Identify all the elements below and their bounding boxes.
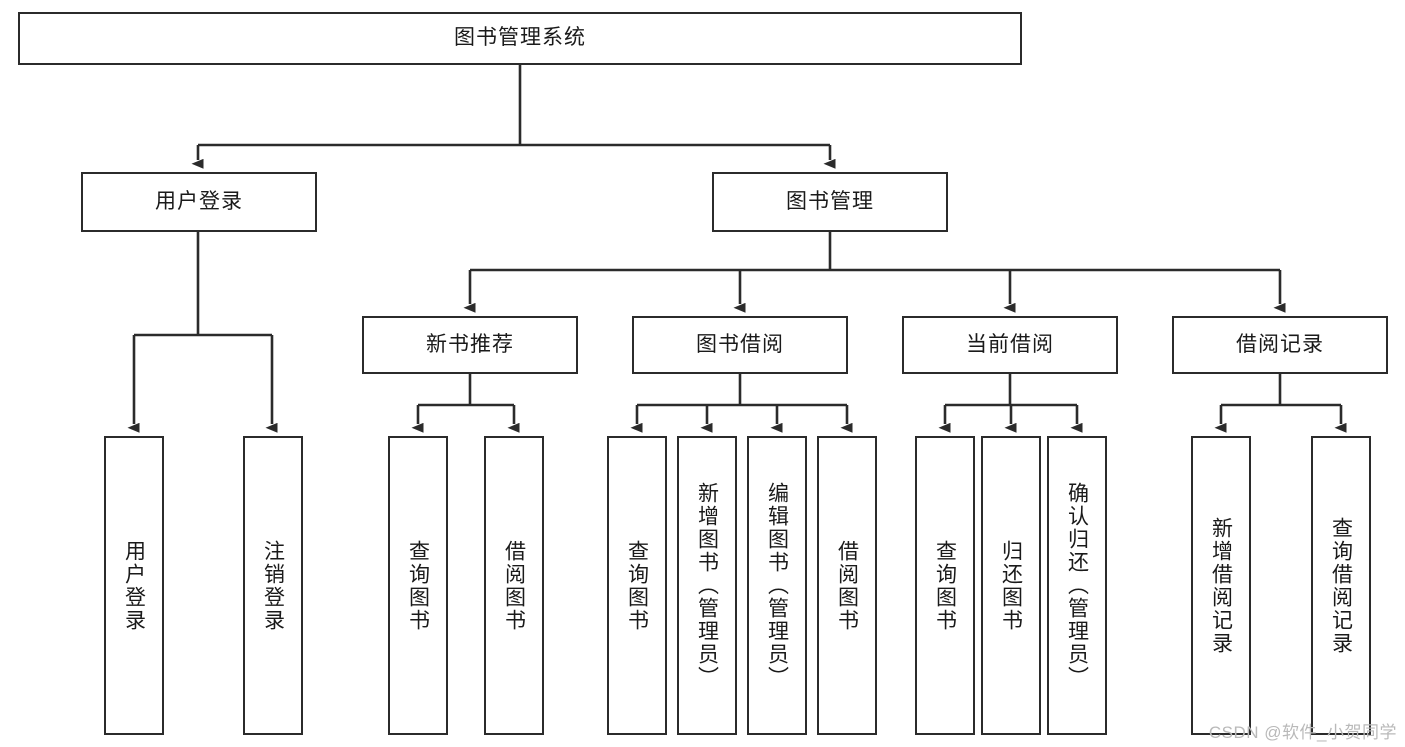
edges-root [191, 65, 836, 169]
node-leaf-query-book-2[interactable]: 查询图书 [607, 436, 667, 735]
edges-new-book-rec [411, 374, 520, 433]
node-leaf-query-book-3[interactable]: 查询图书 [915, 436, 975, 735]
node-leaf-add-record-label: 新增借阅记录 [1209, 516, 1233, 655]
edges-current-borrow [938, 374, 1083, 433]
node-new-book-recommend-label: 新书推荐 [426, 332, 514, 356]
node-leaf-edit-book-label: 编辑图书（管理员） [765, 482, 789, 689]
node-current-borrow-label: 当前借阅 [966, 332, 1054, 356]
edges-borrow-record [1214, 374, 1347, 433]
node-leaf-confirm-return-label: 确认归还（管理员） [1065, 482, 1089, 689]
node-borrow-record[interactable]: 借阅记录 [1172, 316, 1388, 374]
node-leaf-borrow-book-1[interactable]: 借阅图书 [484, 436, 544, 735]
node-leaf-query-book-2-label: 查询图书 [625, 539, 649, 632]
node-leaf-add-book[interactable]: 新增图书（管理员） [677, 436, 737, 735]
node-leaf-logout[interactable]: 注销登录 [243, 436, 303, 735]
node-leaf-query-record-label: 查询借阅记录 [1329, 516, 1353, 655]
node-book-manage[interactable]: 图书管理 [712, 172, 948, 232]
node-user-login[interactable]: 用户登录 [81, 172, 317, 232]
node-leaf-query-book-1[interactable]: 查询图书 [388, 436, 448, 735]
edges-book-manage [463, 232, 1286, 313]
node-leaf-borrow-book-1-label: 借阅图书 [502, 539, 526, 632]
node-book-borrow-label: 图书借阅 [696, 332, 784, 356]
node-book-borrow[interactable]: 图书借阅 [632, 316, 848, 374]
node-leaf-query-record[interactable]: 查询借阅记录 [1311, 436, 1371, 735]
watermark: CSDN @软件_小贺同学 [1208, 723, 1397, 742]
node-leaf-confirm-return[interactable]: 确认归还（管理员） [1047, 436, 1107, 735]
node-current-borrow[interactable]: 当前借阅 [902, 316, 1118, 374]
node-new-book-recommend[interactable]: 新书推荐 [362, 316, 578, 374]
node-leaf-edit-book[interactable]: 编辑图书（管理员） [747, 436, 807, 735]
node-leaf-return-book-label: 归还图书 [999, 539, 1023, 632]
node-borrow-record-label: 借阅记录 [1236, 332, 1324, 356]
node-leaf-user-login[interactable]: 用户登录 [104, 436, 164, 735]
node-leaf-query-book-3-label: 查询图书 [933, 539, 957, 632]
node-user-login-label: 用户登录 [155, 189, 243, 213]
node-leaf-return-book[interactable]: 归还图书 [981, 436, 1041, 735]
edges-book-borrow [630, 374, 853, 433]
node-leaf-add-book-label: 新增图书（管理员） [695, 482, 719, 689]
node-leaf-borrow-book-2[interactable]: 借阅图书 [817, 436, 877, 735]
node-root-label: 图书管理系统 [454, 26, 586, 50]
node-leaf-logout-label: 注销登录 [261, 539, 285, 632]
node-root[interactable]: 图书管理系统 [18, 12, 1022, 65]
node-leaf-borrow-book-2-label: 借阅图书 [835, 539, 859, 632]
node-book-manage-label: 图书管理 [786, 189, 874, 213]
node-leaf-user-login-label: 用户登录 [122, 539, 146, 632]
node-leaf-query-book-1-label: 查询图书 [406, 539, 430, 632]
edges-user-login [127, 232, 278, 433]
node-leaf-add-record[interactable]: 新增借阅记录 [1191, 436, 1251, 735]
